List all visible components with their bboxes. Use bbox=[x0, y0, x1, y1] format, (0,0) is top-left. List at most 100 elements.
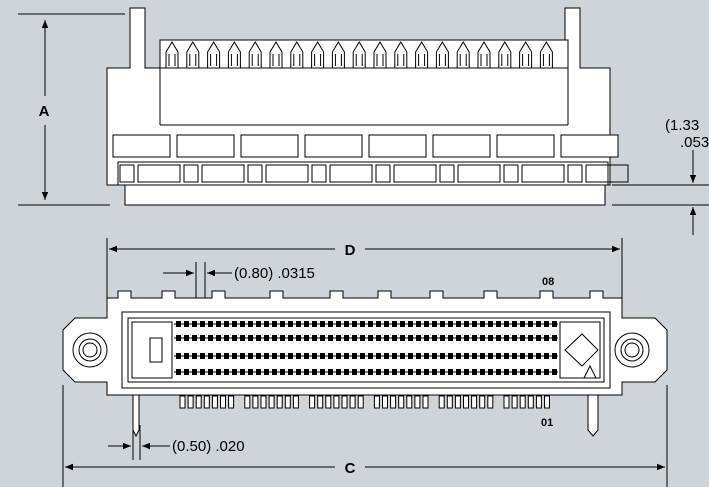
bottom-lead bbox=[544, 395, 550, 409]
side-pin bbox=[165, 41, 179, 68]
latch-window bbox=[432, 134, 491, 158]
side-pin bbox=[227, 41, 241, 68]
board-post-left bbox=[132, 394, 140, 438]
latch-window bbox=[240, 134, 299, 158]
side-view-body bbox=[106, 7, 611, 186]
bottom-lead bbox=[390, 395, 397, 409]
side-pin bbox=[394, 41, 408, 68]
bottom-lead bbox=[454, 395, 461, 409]
side-slot bbox=[311, 164, 327, 183]
pin-one-marker bbox=[583, 364, 597, 379]
latch-window bbox=[304, 134, 363, 158]
side-pin bbox=[331, 41, 345, 68]
side-pin bbox=[373, 41, 387, 68]
latch-window bbox=[176, 134, 235, 158]
bottom-lead bbox=[487, 395, 494, 409]
bottom-lead bbox=[382, 395, 388, 409]
side-pin bbox=[186, 41, 200, 68]
lead-width-label: (0.50) .020 bbox=[172, 438, 245, 455]
side-pin bbox=[435, 41, 449, 68]
mount-hole-right bbox=[614, 332, 650, 368]
bottom-lead bbox=[228, 395, 235, 409]
side-slot bbox=[439, 164, 455, 183]
bottom-lead bbox=[244, 395, 251, 409]
side-pin bbox=[248, 41, 262, 68]
key-left bbox=[131, 321, 173, 379]
side-pin bbox=[290, 41, 304, 68]
dim-d-label: D bbox=[345, 242, 356, 259]
latch-window bbox=[112, 134, 171, 158]
bottom-lead bbox=[349, 395, 356, 409]
bottom-lead bbox=[203, 395, 210, 409]
latch-window bbox=[560, 134, 619, 158]
latch-window-row bbox=[112, 134, 619, 158]
bottom-lead bbox=[333, 395, 340, 409]
side-dim-in: .053 bbox=[680, 134, 709, 151]
bottom-lead bbox=[463, 395, 469, 409]
plan-view: 08 01 bbox=[62, 276, 668, 438]
side-pin bbox=[498, 41, 512, 68]
bottom-lead bbox=[511, 395, 518, 409]
side-pin bbox=[539, 41, 553, 68]
side-slot bbox=[119, 164, 135, 183]
bottom-lead bbox=[535, 395, 542, 409]
mount-hole-left bbox=[72, 332, 108, 368]
bottom-lead bbox=[179, 395, 186, 409]
board-post-right bbox=[587, 394, 599, 437]
row-label-top: 08 bbox=[542, 276, 554, 288]
bottom-lead bbox=[284, 395, 291, 409]
bottom-lead bbox=[268, 395, 275, 409]
side-slot bbox=[247, 164, 263, 183]
dim-a-label: A bbox=[39, 103, 50, 120]
bottom-lead bbox=[276, 395, 283, 409]
bottom-lead bbox=[406, 395, 413, 409]
side-pin bbox=[415, 41, 429, 68]
bottom-lead bbox=[260, 395, 267, 409]
side-view bbox=[106, 7, 629, 206]
side-dim-mm: (1.33 bbox=[665, 117, 699, 134]
bottom-lead bbox=[187, 395, 194, 409]
side-slot-row bbox=[119, 164, 629, 183]
bottom-lead bbox=[414, 395, 421, 409]
side-pin bbox=[352, 41, 366, 68]
bottom-lead bbox=[309, 395, 316, 409]
dimension-d: D bbox=[106, 238, 623, 298]
side-pin bbox=[311, 41, 325, 68]
side-pin bbox=[519, 41, 533, 68]
latch-window bbox=[496, 134, 555, 158]
side-slot bbox=[567, 164, 583, 183]
dimension-a: A bbox=[18, 13, 125, 206]
dimension-side-offset: (1.33 .053 bbox=[612, 117, 709, 235]
bottom-lead bbox=[373, 395, 380, 409]
side-slot bbox=[375, 164, 391, 183]
key-right bbox=[559, 321, 601, 379]
bottom-lead bbox=[422, 395, 429, 409]
bottom-lead bbox=[398, 395, 405, 409]
bottom-lead bbox=[438, 395, 445, 409]
bottom-lead bbox=[527, 395, 534, 409]
side-pin bbox=[207, 41, 221, 68]
bottom-lead bbox=[317, 395, 324, 409]
bottom-lead bbox=[211, 395, 218, 409]
bottom-lead bbox=[195, 395, 202, 409]
bottom-lead bbox=[252, 395, 259, 409]
side-pin-header bbox=[159, 39, 569, 69]
bottom-lead bbox=[519, 395, 526, 409]
bottom-lead bbox=[446, 395, 453, 409]
bottom-lead bbox=[220, 395, 226, 409]
bottom-lead bbox=[479, 395, 486, 409]
bottom-lead bbox=[292, 395, 299, 409]
side-pin-row bbox=[165, 41, 553, 68]
bottom-lead bbox=[357, 395, 364, 409]
side-pin bbox=[269, 41, 283, 68]
side-slot bbox=[503, 164, 519, 183]
pitch-label: (0.80) .0315 bbox=[234, 265, 315, 282]
bottom-lead bbox=[325, 395, 332, 409]
lead-width-callout: (0.50) .020 bbox=[108, 425, 245, 460]
row-label-bottom: 01 bbox=[541, 417, 553, 429]
contact-array bbox=[174, 321, 558, 375]
bottom-lead bbox=[471, 395, 478, 409]
bottom-lead bbox=[503, 395, 510, 409]
